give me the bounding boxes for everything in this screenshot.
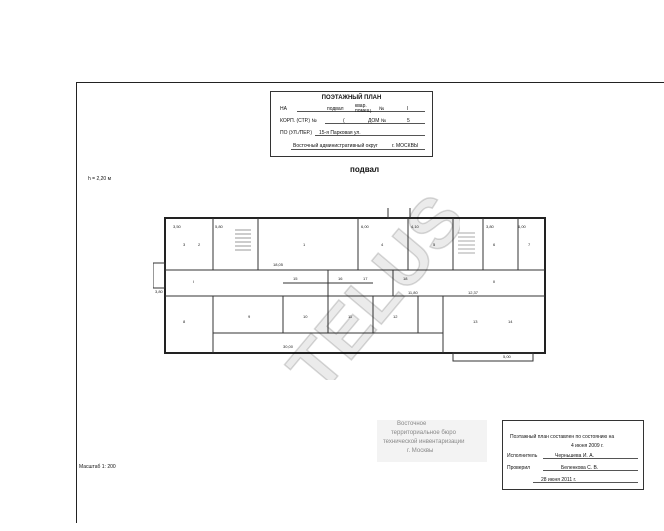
stamp-na-label: НА (280, 106, 287, 112)
stamp-korp-label: КОРП. (СТР.) № (280, 118, 317, 124)
room-label: 5 (433, 242, 436, 247)
dim-label: 6,00 (361, 224, 370, 229)
dim-label: 3,80 (486, 224, 495, 229)
stamp-street-label: ПО (УЛ./ПЕР.) (280, 130, 312, 136)
room-label: 10 (303, 314, 308, 319)
faded-stamp-line: технической инвентаризации (383, 439, 465, 445)
room-label: 15 (293, 276, 298, 281)
approval-final-date: 28 июня 2011 г. (541, 477, 577, 483)
room-label: 1 (303, 242, 306, 247)
dim-label: 3,50 (173, 224, 182, 229)
room-label: II (493, 279, 495, 284)
stamp-no-label: № (379, 106, 385, 112)
watermark-text: TELUS (273, 180, 460, 380)
executor-name: Черньшева И. А. (555, 453, 594, 459)
stamp-korp-value: ( (343, 118, 345, 124)
room-label: 3 (183, 242, 186, 247)
faded-stamp-line: Восточное (397, 421, 427, 427)
stamp-street-value: 15-я Парковая ул. (319, 130, 361, 136)
checked-name: Беленкова С. В. (561, 465, 599, 471)
stamp-district-value: Восточный административный округ (293, 143, 378, 149)
dim-label: 12,37 (468, 290, 479, 295)
room-label: 12 (393, 314, 398, 319)
dim-label: 6,00 (518, 224, 527, 229)
room-label: 16 (338, 276, 343, 281)
faded-stamp-line: территориальное бюро (391, 430, 456, 436)
room-label: 7 (528, 242, 531, 247)
stamp-kvart-label: квар. (355, 103, 367, 109)
dim-label: 18,05 (273, 262, 284, 267)
room-label: 14 (508, 319, 513, 324)
room-label: 11 (348, 314, 353, 319)
dim-label: 4,10 (411, 224, 420, 229)
dim-label: 30,00 (283, 344, 294, 349)
floor-title: подвал (350, 165, 380, 174)
room-label: 9 (248, 314, 251, 319)
room-label: 13 (473, 319, 478, 324)
height-note: h = 2,20 м (88, 176, 112, 182)
stamp-pomesh-label: помещ. (355, 108, 373, 114)
title-stamp: ПОЭТАЖНЫЙ ПЛАН НА подвал квар. помещ. № … (270, 91, 433, 157)
dim-label: 5,00 (503, 354, 512, 359)
approval-line1: Поэтажный план составлен по состоянию на (510, 434, 615, 440)
room-label: 8 (183, 319, 186, 324)
stamp-floor-value: подвал (327, 106, 344, 112)
faded-stamp: Восточное территориальное бюро техническ… (377, 420, 487, 462)
dim-label: 5,80 (215, 224, 224, 229)
room-label: 17 (363, 276, 368, 281)
stamp-city-value: г. МОСКВЫ (392, 143, 419, 149)
room-label: 18 (403, 276, 408, 281)
stamp-title: ПОЭТАЖНЫЙ ПЛАН (321, 95, 382, 101)
executor-label: Исполнитель (507, 453, 538, 459)
approval-block: Поэтажный план составлен по состоянию на… (502, 420, 644, 490)
approval-date: 4 июня 2009 г. (571, 443, 604, 449)
stamp-dom-label: ДОМ № (368, 118, 387, 124)
room-label: 2 (198, 242, 201, 247)
floor-plan: 3 2 1 4 5 6 7 8 9 10 11 12 13 14 15 16 1… (153, 208, 546, 362)
checked-label: Проверил (507, 465, 531, 471)
room-label: I (193, 279, 194, 284)
room-label: 6 (493, 242, 496, 247)
stamp-dom-value: 5 (407, 118, 410, 124)
scale-note: Масштаб 1: 200 (79, 464, 116, 470)
faded-stamp-line: г. Москвы (407, 448, 434, 454)
dim-label: 3,80 (155, 289, 164, 294)
dim-label: 11,80 (408, 290, 418, 295)
watermark: TELUS (272, 179, 460, 380)
room-label: 4 (381, 242, 384, 247)
stamp-no-value: I (407, 106, 409, 112)
